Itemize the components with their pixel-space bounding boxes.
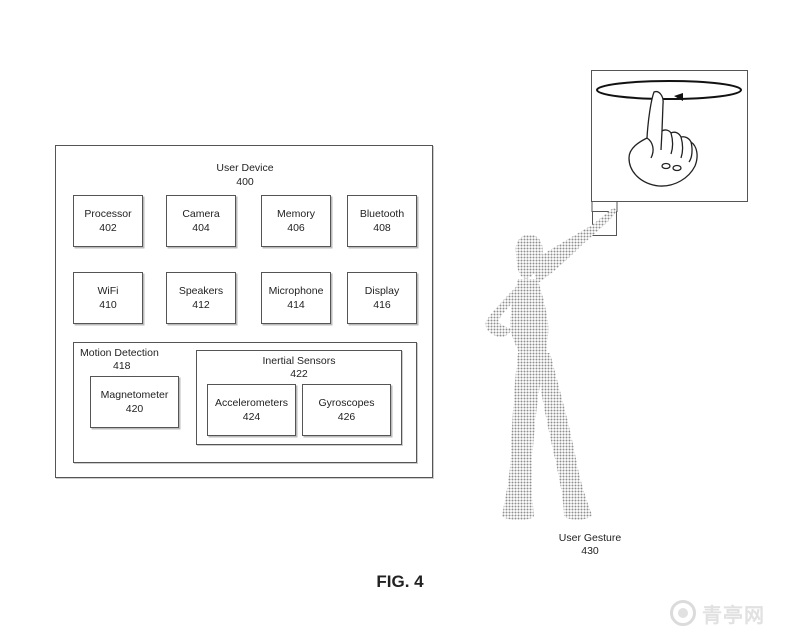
- processor-block: Processor 402: [73, 195, 143, 247]
- user-silhouette: [485, 208, 617, 520]
- gesture-connector-lines: [591, 202, 618, 212]
- gyroscopes-block: Gyroscopes 426: [302, 384, 391, 436]
- watermark-text: 青亭网: [702, 602, 765, 627]
- wifi-block: WiFi 410: [73, 272, 143, 324]
- magnetometer-number: 420: [125, 403, 144, 415]
- user-gesture-title: User Gesture: [558, 532, 622, 544]
- camera-label: Camera: [182, 208, 220, 220]
- speakers-label: Speakers: [178, 285, 224, 297]
- motion-detection-number: 418: [113, 360, 131, 372]
- microphone-label: Microphone: [268, 285, 324, 297]
- accelerometers-label: Accelerometers: [215, 397, 288, 409]
- microphone-block: Microphone 414: [261, 272, 331, 324]
- speakers-block: Speakers 412: [166, 272, 236, 324]
- memory-label: Memory: [277, 208, 315, 220]
- motion-detection-title: Motion Detection: [80, 347, 159, 359]
- inertial-sensors-number: 422: [290, 368, 308, 380]
- bluetooth-number: 408: [373, 222, 391, 234]
- watermark: 青亭网: [670, 593, 782, 633]
- display-label: Display: [364, 285, 400, 297]
- figure-label: FIG. 4: [376, 572, 424, 591]
- bluetooth-block: Bluetooth 408: [347, 195, 417, 247]
- speakers-number: 412: [192, 299, 210, 311]
- accelerometers-block: Accelerometers 424: [207, 384, 296, 436]
- display-block: Display 416: [347, 272, 417, 324]
- rotation-ellipse: [596, 80, 742, 100]
- rotation-arrow-icon: [674, 93, 683, 101]
- user-gesture-number: 430: [581, 545, 599, 557]
- memory-block: Memory 406: [261, 195, 331, 247]
- gyroscopes-number: 426: [337, 411, 356, 423]
- processor-number: 402: [99, 222, 117, 234]
- gyroscopes-label: Gyroscopes: [318, 397, 375, 409]
- watermark-logo-icon: [670, 600, 696, 626]
- processor-label: Processor: [84, 208, 132, 220]
- magnetometer-block: Magnetometer 420: [90, 376, 179, 428]
- camera-number: 404: [192, 222, 210, 234]
- microphone-number: 414: [287, 299, 305, 311]
- user-device-number: 400: [236, 176, 254, 188]
- hand-icon: [628, 90, 698, 187]
- accelerometers-number: 424: [242, 411, 261, 423]
- memory-number: 406: [287, 222, 305, 234]
- gesture-inset-illustration: [596, 80, 742, 187]
- wifi-label: WiFi: [97, 285, 119, 297]
- user-device-title: User Device: [216, 162, 274, 174]
- bluetooth-label: Bluetooth: [359, 208, 405, 220]
- display-number: 416: [373, 299, 391, 311]
- inertial-sensors-title: Inertial Sensors: [262, 355, 336, 367]
- magnetometer-label: Magnetometer: [100, 389, 169, 401]
- camera-block: Camera 404: [166, 195, 236, 247]
- wifi-number: 410: [99, 299, 117, 311]
